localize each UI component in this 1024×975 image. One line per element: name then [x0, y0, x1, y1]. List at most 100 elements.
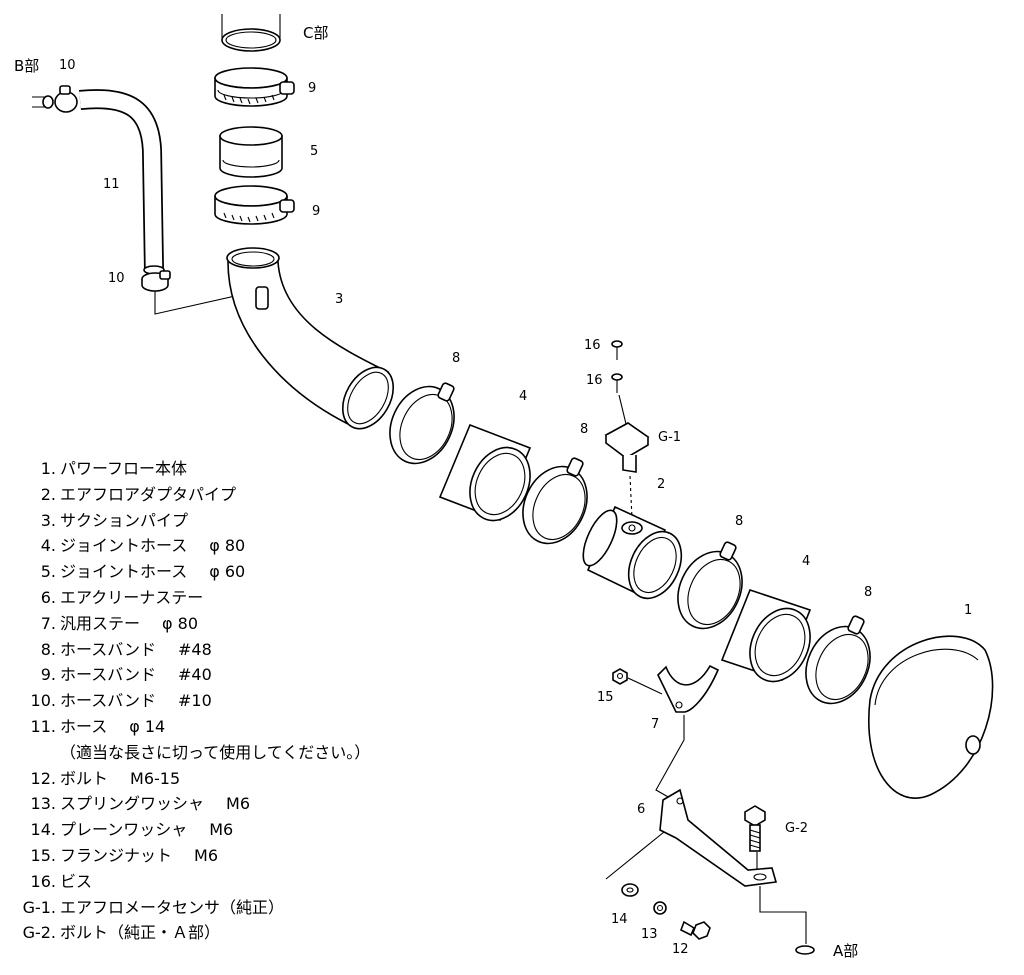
bolt-g2 — [744, 805, 766, 852]
legend-item: G-2.ボルト（純正・Ａ部） — [20, 920, 480, 946]
legend-num: 15. — [30, 845, 56, 865]
callout-6: 6 — [637, 802, 645, 817]
legend-name: ホースバンド — [60, 691, 157, 711]
legend-name: 汎用ステー — [60, 613, 141, 633]
joint-hose-4-first — [438, 423, 532, 522]
hose-band-8-fourth — [805, 615, 871, 705]
legend-name: スプリングワッシャ — [60, 794, 205, 814]
hose-band-9-top — [214, 67, 295, 107]
section-b-label: B部 — [14, 57, 39, 75]
legend-spec: M6 — [194, 845, 218, 865]
section-c-label: C部 — [303, 24, 328, 42]
legend-num: 2. — [40, 484, 56, 504]
callout-9-top: 9 — [308, 81, 316, 96]
legend-name: エアフロアダプタパイプ — [60, 484, 237, 504]
callout-g2: G-2 — [785, 821, 808, 836]
legend-num: 13. — [30, 794, 56, 814]
callout-11: 11 — [103, 177, 120, 192]
callout-15: 15 — [597, 690, 614, 705]
legend-item: 13.スプリングワッシャ M6 — [20, 791, 480, 817]
legend-item: 11.ホース φ 14 — [20, 714, 480, 740]
legend-name: エアフロメータセンサ（純正） — [60, 897, 285, 917]
legend-num: 3. — [40, 510, 56, 530]
legend-item: 15.フランジナット M6 — [20, 843, 480, 869]
legend-name: ボルト（純正・Ａ部） — [60, 923, 221, 943]
callout-8-fourth: 8 — [864, 585, 872, 600]
legend-num: G-1. — [22, 897, 56, 917]
legend-name: ホースバンド — [60, 639, 157, 659]
legend-item: 2.エアフロアダプタパイプ — [20, 482, 480, 508]
screw-16-lower — [611, 373, 623, 393]
legend-num: 14. — [30, 820, 56, 840]
hose-band-8-second — [522, 457, 588, 545]
legend-name: ビス — [60, 871, 93, 891]
legend-item: 9.ホースバンド #40 — [20, 662, 480, 688]
hose-band-8-third — [677, 541, 743, 630]
legend-name: ホース — [60, 716, 108, 736]
callout-2: 2 — [657, 477, 665, 492]
a-section-marker — [795, 945, 815, 955]
power-flow-body-1 — [868, 635, 994, 799]
legend-num: G-2. — [22, 923, 56, 943]
hose-11 — [79, 89, 165, 275]
legend-name: サクションパイプ — [60, 510, 189, 530]
flange-nut-15 — [612, 668, 628, 685]
screw-16-upper — [611, 340, 623, 360]
legend-num: 9. — [40, 665, 56, 685]
hose-band-9-bottom — [214, 185, 295, 225]
universal-stay-7 — [657, 664, 720, 713]
legend-num: 4. — [40, 536, 56, 556]
legend-item: 7.汎用ステー φ 80 — [20, 611, 480, 637]
c-section-pipe-end — [221, 14, 281, 52]
callout-7: 7 — [651, 717, 659, 732]
callout-5: 5 — [310, 144, 318, 159]
airflow-meter-sensor-g1 — [604, 422, 650, 473]
sensor-axis-line — [629, 475, 633, 519]
callout-10-top: 10 — [59, 58, 76, 73]
callout-16-upper: 16 — [584, 338, 601, 353]
callout-16-lower: 16 — [586, 373, 603, 388]
airflow-adapter-pipe-2 — [582, 505, 683, 600]
legend-name: ボルト — [60, 768, 109, 788]
callout-8-second: 8 — [580, 422, 588, 437]
legend-item: 6.エアクリーナステー — [20, 585, 480, 611]
legend-spec: φ 80 — [162, 613, 199, 633]
leader-15-to-stay — [627, 677, 663, 695]
legend-num: 11. — [30, 716, 56, 736]
legend-item: 8.ホースバンド#48 — [20, 637, 480, 663]
legend-num: 7. — [40, 613, 56, 633]
legend-name: フランジナット — [60, 845, 173, 865]
suction-pipe-3 — [226, 247, 395, 430]
callout-13: 13 — [641, 927, 658, 942]
spring-washer-13 — [653, 901, 667, 915]
leader-washer-to-stay — [605, 831, 665, 880]
legend-spec: φ 14 — [129, 716, 166, 736]
legend-num: 8. — [40, 639, 56, 659]
legend-item: 10.ホースバンド#10 — [20, 688, 480, 714]
legend-spec: #40 — [178, 665, 212, 685]
hose-band-10-top — [54, 85, 78, 113]
callout-8-first: 8 — [452, 351, 460, 366]
callout-g1: G-1 — [658, 430, 681, 445]
legend-name: ジョイントホース — [60, 536, 188, 556]
legend-num: 5. — [40, 562, 56, 582]
legend-item: G-1.エアフロメータセンサ（純正） — [20, 895, 480, 921]
callout-4-first: 4 — [519, 389, 527, 404]
legend-num: 16. — [30, 871, 56, 891]
leader-g2-to-a — [756, 852, 807, 944]
screw-axis-line — [618, 394, 627, 425]
joint-hose-4-second — [720, 589, 812, 683]
callout-4-second: 4 — [802, 554, 810, 569]
section-a-label: A部 — [833, 942, 858, 960]
legend-name: パワーフロー本体 — [60, 459, 188, 478]
legend-name: ホースバンド — [60, 665, 157, 685]
legend-spec: M6 — [226, 794, 250, 814]
legend-item: 16.ビス — [20, 869, 480, 895]
legend-spec: #10 — [178, 691, 212, 711]
parts-legend: 1.パワーフロー本体 2.エアフロアダプタパイプ 3.サクションパイプ 4.ジョ… — [20, 456, 480, 946]
legend-num: 6. — [40, 587, 56, 607]
legend-spec: M6 — [209, 820, 234, 840]
